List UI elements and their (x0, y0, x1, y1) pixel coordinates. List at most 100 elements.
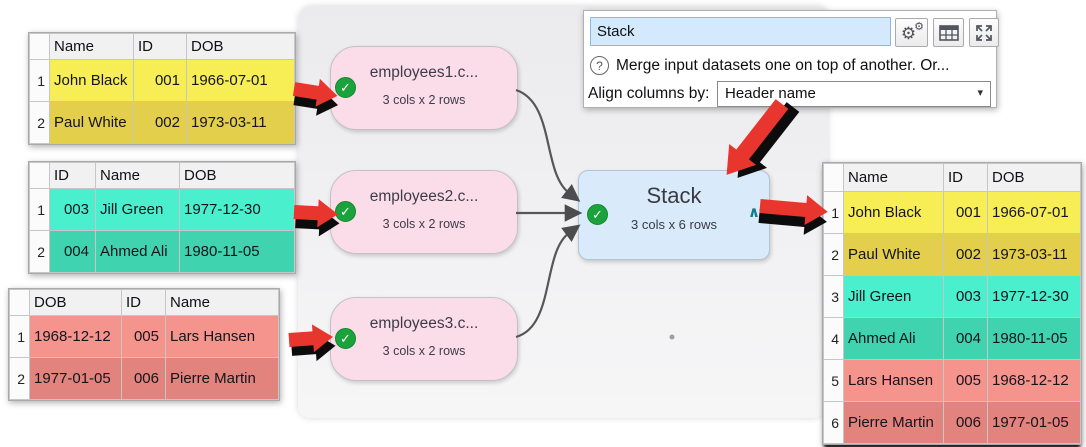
table-cell: Jill Green (95, 188, 180, 231)
table-cell: Pierre Martin (843, 401, 944, 444)
node-stack[interactable]: Stack 3 cols x 6 rows (578, 170, 770, 260)
properties-panel: Merge input datasets one on top of anoth… (583, 10, 999, 108)
data-grid-1: Name ID DOB 1 John Black 001 1966-07-01 … (29, 33, 295, 144)
table-cell: 1973-03-11 (987, 233, 1081, 276)
row-number: 1 (29, 188, 50, 231)
table-cell: 1977-12-30 (179, 188, 295, 231)
table-row: 3 Jill Green 003 1977-12-30 (823, 275, 1081, 318)
input-table-2: ID Name DOB 1 003 Jill Green 1977-12-30 … (28, 161, 296, 274)
corner-cell (29, 33, 50, 60)
column-header: Name (843, 163, 944, 192)
column-header: Name (165, 289, 279, 316)
node-title: employees3.c... (369, 315, 479, 332)
table-cell: 1973-03-11 (186, 101, 295, 144)
caret-up-icon[interactable] (748, 203, 760, 221)
table-row: 5 Lars Hansen 005 1968-12-12 (823, 359, 1081, 402)
table-cell: 002 (943, 233, 988, 276)
table-cell: Pierre Martin (165, 357, 279, 400)
row-number: 4 (823, 317, 844, 360)
column-header: DOB (186, 33, 295, 60)
table-row: 1 John Black 001 1966-07-01 (29, 59, 295, 102)
node-title: employees1.c... (369, 64, 479, 81)
grid-view-button[interactable] (933, 18, 964, 47)
table-grid-icon (938, 24, 959, 41)
table-cell: Lars Hansen (165, 315, 279, 358)
node-size: 3 cols x 2 rows (382, 217, 466, 231)
node-employees3[interactable]: employees3.c... 3 cols x 2 rows (330, 297, 518, 381)
table-row: 1 John Black 001 1966-07-01 (823, 191, 1081, 234)
transform-description: Merge input datasets one on top of anoth… (616, 57, 950, 74)
settings-button[interactable] (895, 18, 928, 47)
column-header: Name (49, 33, 134, 60)
row-number: 2 (29, 230, 50, 273)
table-row: 1 1968-12-12 005 Lars Hansen (9, 315, 279, 358)
table-cell: 005 (121, 315, 166, 358)
align-columns-select[interactable]: Header name (717, 81, 991, 107)
table-row: 2 Paul White 002 1973-03-11 (29, 101, 295, 144)
table-cell: 1966-07-01 (186, 59, 295, 102)
table-cell: 003 (49, 188, 96, 231)
row-number: 1 (823, 191, 844, 234)
row-number: 2 (823, 233, 844, 276)
corner-cell (29, 162, 50, 189)
node-title: Stack (646, 183, 702, 208)
gear-icon (914, 20, 924, 33)
selected-option: Header name (725, 85, 816, 102)
row-number: 1 (9, 315, 30, 358)
check-circle-icon (335, 328, 356, 349)
table-cell: 005 (943, 359, 988, 402)
table-cell: 004 (49, 230, 96, 273)
table-cell: Ahmed Ali (843, 317, 944, 360)
table-cell: 1977-01-05 (987, 401, 1081, 444)
check-circle-icon (335, 201, 356, 222)
row-number: 6 (823, 401, 844, 444)
table-cell: 1968-12-12 (987, 359, 1081, 402)
table-cell: 004 (943, 317, 988, 360)
table-row: 6 Pierre Martin 006 1977-01-05 (823, 401, 1081, 444)
table-row: 4 Ahmed Ali 004 1980-11-05 (823, 317, 1081, 360)
expand-arrows-icon (976, 24, 992, 41)
column-header: ID (133, 33, 187, 60)
corner-cell (9, 289, 30, 316)
column-header: ID (943, 163, 988, 192)
input-table-1: Name ID DOB 1 John Black 001 1966-07-01 … (28, 32, 296, 145)
transform-name-input[interactable] (590, 17, 891, 46)
node-employees1[interactable]: employees1.c... 3 cols x 2 rows (330, 46, 518, 130)
column-header: Name (95, 162, 180, 189)
table-cell: 006 (943, 401, 988, 444)
table-cell: 001 (943, 191, 988, 234)
table-cell: 1968-12-12 (29, 315, 122, 358)
table-cell: John Black (843, 191, 944, 234)
table-cell: 1966-07-01 (987, 191, 1081, 234)
help-icon[interactable] (590, 56, 609, 75)
table-cell: Lars Hansen (843, 359, 944, 402)
node-title: employees2.c... (369, 188, 479, 205)
table-cell: Paul White (49, 101, 134, 144)
column-header: DOB (29, 289, 122, 316)
fullscreen-button[interactable] (969, 18, 999, 47)
node-size: 3 cols x 6 rows (631, 217, 717, 232)
data-grid-2: ID Name DOB 1 003 Jill Green 1977-12-30 … (29, 162, 295, 273)
node-employees2[interactable]: employees2.c... 3 cols x 2 rows (330, 170, 518, 254)
table-cell: 002 (133, 101, 187, 144)
node-size: 3 cols x 2 rows (382, 344, 466, 358)
table-row: 2 004 Ahmed Ali 1980-11-05 (29, 230, 295, 273)
row-number: 2 (9, 357, 30, 400)
table-cell: 003 (943, 275, 988, 318)
row-number: 1 (29, 59, 50, 102)
table-cell: 1980-11-05 (987, 317, 1081, 360)
table-cell: John Black (49, 59, 134, 102)
table-cell: 006 (121, 357, 166, 400)
corner-cell (823, 163, 844, 192)
table-cell: 001 (133, 59, 187, 102)
table-cell: Paul White (843, 233, 944, 276)
table-row: 2 1977-01-05 006 Pierre Martin (9, 357, 279, 400)
check-circle-icon (587, 204, 608, 225)
check-circle-icon (335, 77, 356, 98)
column-header: ID (49, 162, 96, 189)
row-number: 3 (823, 275, 844, 318)
table-cell: Jill Green (843, 275, 944, 318)
table-row: 1 003 Jill Green 1977-12-30 (29, 188, 295, 231)
column-header: DOB (987, 163, 1081, 192)
row-number: 2 (29, 101, 50, 144)
